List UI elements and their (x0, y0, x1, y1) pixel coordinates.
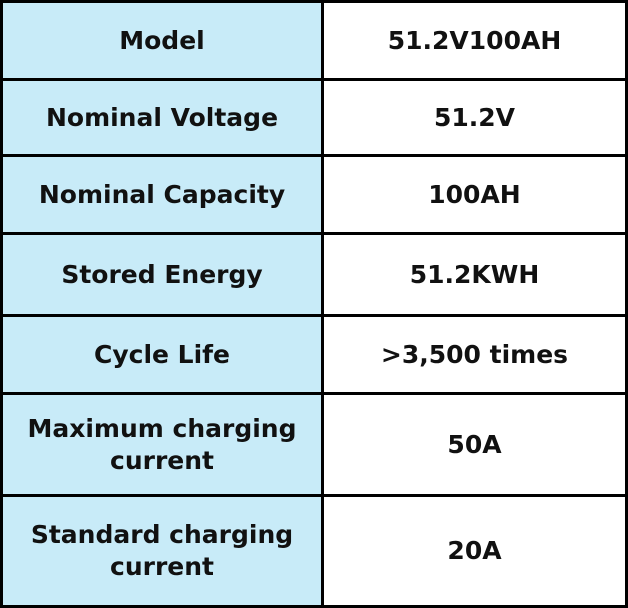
row-label-model: Model (0, 0, 324, 81)
table-row-nominal-capacity: Nominal Capacity 100AH (0, 154, 628, 235)
table-row-max-charging-current: Maximum charging current 50A (0, 392, 628, 497)
table-row-cycle-life: Cycle Life >3,500 times (0, 314, 628, 395)
row-label-stored-energy: Stored Energy (0, 232, 324, 317)
row-label-max-charging-current: Maximum charging current (0, 392, 324, 497)
row-value-max-charging-current: 50A (321, 392, 628, 497)
table-row-nominal-voltage: Nominal Voltage 51.2V (0, 78, 628, 157)
row-value-standard-charging-current: 20A (321, 494, 628, 608)
row-label-cycle-life: Cycle Life (0, 314, 324, 395)
table-row-model: Model 51.2V100AH (0, 0, 628, 81)
row-value-model: 51.2V100AH (321, 0, 628, 81)
row-value-nominal-voltage: 51.2V (321, 78, 628, 157)
row-label-nominal-capacity: Nominal Capacity (0, 154, 324, 235)
row-value-nominal-capacity: 100AH (321, 154, 628, 235)
row-label-nominal-voltage: Nominal Voltage (0, 78, 324, 157)
row-label-standard-charging-current: Standard charging current (0, 494, 324, 608)
row-value-cycle-life: >3,500 times (321, 314, 628, 395)
table-row-stored-energy: Stored Energy 51.2KWH (0, 232, 628, 317)
table-row-standard-charging-current: Standard charging current 20A (0, 494, 628, 608)
row-value-stored-energy: 51.2KWH (321, 232, 628, 317)
